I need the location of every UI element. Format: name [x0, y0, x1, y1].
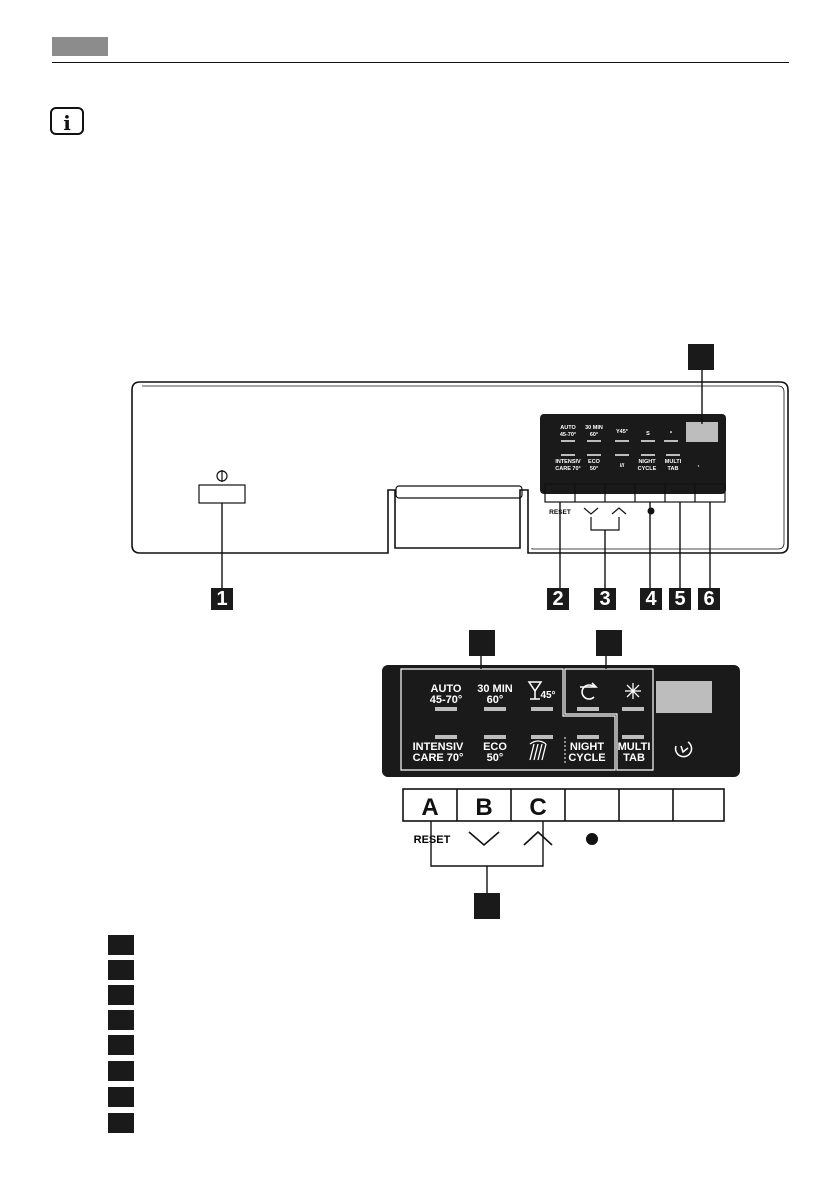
display-detail-illustration: AUTO 45-70° 30 MIN 60° 45° INTENSIV CARE…	[382, 650, 740, 896]
prog-eco-line2: 50°	[487, 752, 504, 764]
up-arrow-icon	[523, 830, 553, 846]
svg-text:CYCLE: CYCLE	[638, 466, 657, 472]
svg-text:45-70°: 45-70°	[560, 432, 576, 438]
svg-text:Y45°: Y45°	[616, 429, 628, 435]
svg-text:///: ///	[620, 463, 625, 469]
legend-marker-5	[108, 1035, 134, 1055]
half-load-icon	[529, 740, 547, 761]
svg-text:◔: ◔	[696, 464, 699, 470]
header-tab	[52, 37, 108, 56]
prog-multitab-line2: TAB	[623, 752, 645, 764]
control-panel-illustration: AUTO 45-70° 30 MIN 60° Y45° S * INTENSIV…	[131, 360, 789, 590]
prog-glass-temp: 45°	[540, 690, 555, 701]
prog-night-line1: NIGHT	[570, 741, 605, 753]
prog-30min-line2: 60°	[487, 694, 504, 706]
svg-text:*: *	[670, 431, 673, 437]
delay-start-icon	[674, 741, 693, 758]
reset-label: RESET	[414, 834, 451, 846]
svg-text:AUTO: AUTO	[560, 425, 576, 431]
legend-marker-2	[108, 960, 134, 980]
svg-text:INTENSIV: INTENSIV	[555, 459, 581, 465]
svg-text:30 MIN: 30 MIN	[585, 425, 603, 431]
svg-text:MULTI: MULTI	[665, 459, 682, 465]
svg-text:TAB: TAB	[668, 466, 679, 472]
callout-6: 6	[698, 588, 720, 610]
callout-9	[469, 630, 495, 656]
header-rule	[52, 62, 789, 63]
prog-intensiv-line2: CARE 70°	[413, 752, 464, 764]
legend-marker-8	[108, 1113, 134, 1133]
svg-text:S: S	[646, 431, 650, 437]
legend-marker-3	[108, 985, 134, 1005]
button-a-label: A	[421, 794, 438, 821]
svg-text:CARE 70°: CARE 70°	[555, 466, 580, 472]
rinse-aid-icon	[625, 683, 641, 699]
legend-marker-7	[108, 1087, 134, 1107]
info-icon: i	[50, 107, 84, 135]
legend-marker-4	[108, 1010, 134, 1030]
svg-text:60°: 60°	[590, 432, 598, 438]
prog-auto-line1: AUTO	[431, 683, 462, 695]
prog-auto-line2: 45-70°	[430, 694, 463, 706]
callout-10	[596, 630, 622, 656]
prog-intensiv-line1: INTENSIV	[413, 741, 464, 753]
prog-eco-line1: ECO	[483, 741, 507, 753]
callout-7	[688, 344, 714, 370]
svg-text:ECO: ECO	[588, 459, 601, 465]
callout-1: 1	[211, 588, 233, 610]
legend-marker-6	[108, 1061, 134, 1081]
callout-5: 5	[669, 588, 691, 610]
svg-text:50°: 50°	[590, 466, 598, 472]
callout-2: 2	[547, 588, 569, 610]
svg-text:NIGHT: NIGHT	[638, 459, 656, 465]
glass-icon	[527, 681, 543, 700]
down-arrow-icon	[468, 831, 500, 847]
button-c-label: C	[529, 794, 546, 821]
prog-multitab-line1: MULTI	[618, 741, 651, 753]
prewash-icon	[580, 682, 598, 700]
callout-4: 4	[640, 588, 662, 610]
callout-11	[474, 893, 500, 919]
setting-icon	[586, 833, 598, 845]
prog-night-line2: CYCLE	[568, 752, 605, 764]
button-b-label: B	[475, 794, 492, 821]
legend-marker-1	[108, 935, 134, 955]
prog-30min-line1: 30 MIN	[477, 683, 513, 695]
callout-3: 3	[594, 588, 616, 610]
